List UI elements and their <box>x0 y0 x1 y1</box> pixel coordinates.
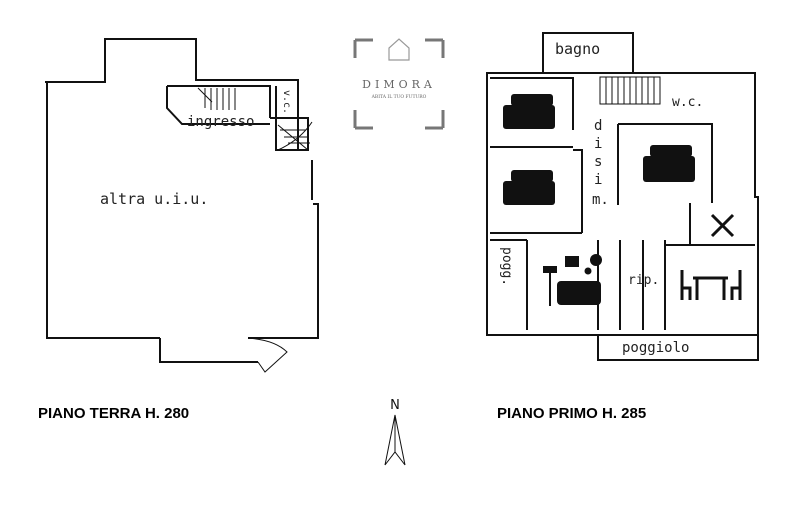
room-label-balcony: poggiolo <box>622 340 689 356</box>
svg-text:s: s <box>594 154 602 170</box>
room-label-hallway: d i s i m. <box>592 118 609 208</box>
room-label-balcony-side: pogg. <box>499 247 514 286</box>
svg-text:i: i <box>594 172 602 188</box>
svg-text:i: i <box>594 136 602 152</box>
ground-floor-plan: altra u.i.u. ingresso v.c. <box>45 38 319 373</box>
kitchen-utensils-icon <box>710 213 735 238</box>
svg-text:d: d <box>594 118 602 134</box>
room-label-other-unit: altra u.i.u. <box>100 190 208 208</box>
room-label-entrance: ingresso <box>187 114 254 130</box>
first-floor-caption: PIANO PRIMO H. 285 <box>497 405 646 422</box>
north-arrow: N <box>384 398 406 466</box>
ground-floor-caption: PIANO TERRA H. 280 <box>38 405 189 422</box>
bed-icon <box>503 94 555 129</box>
room-label-storage: rip. <box>628 273 659 288</box>
dimora-logo: DIMORA ABITA IL TUO FUTURO <box>353 38 445 130</box>
logo-brand: DIMORA <box>362 78 436 91</box>
first-floor-plan: bagno w.c. d i s i m. pogg. rip. poggiol… <box>486 32 759 361</box>
north-label: N <box>390 398 400 413</box>
room-label-wc: w.c. <box>672 95 703 110</box>
living-room-icon <box>543 254 602 306</box>
dining-table-icon <box>680 270 742 300</box>
bed-icon <box>643 145 695 182</box>
svg-text:m.: m. <box>592 192 609 208</box>
room-label-wc-ground: v.c. <box>281 90 292 114</box>
bed-icon <box>503 170 555 205</box>
room-label-bathroom: bagno <box>555 40 600 58</box>
logo-tagline: ABITA IL TUO FUTURO <box>371 94 427 100</box>
house-icon <box>388 38 410 61</box>
